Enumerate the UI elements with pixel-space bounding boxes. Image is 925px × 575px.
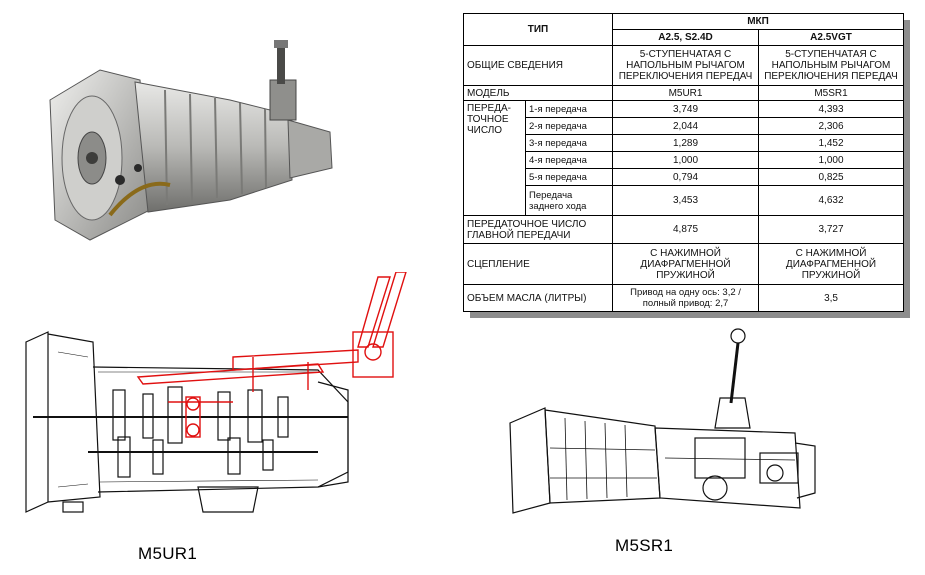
line: ПЕРЕКЛЮЧЕНИЯ ПЕРЕДАЧ bbox=[618, 71, 753, 82]
line: Привод на одну ось: 3,2 / bbox=[630, 287, 741, 298]
line: ГЛАВНОЙ ПЕРЕДАЧИ bbox=[467, 229, 571, 241]
line: ПРУЖИНОЙ bbox=[801, 269, 861, 281]
oil-col2: 3,5 bbox=[758, 284, 905, 312]
gear-name: 5-я передача bbox=[524, 168, 614, 186]
final-drive-col2: 3,727 bbox=[758, 215, 905, 244]
gear-name: 2-я передача bbox=[524, 117, 614, 135]
line: НАПОЛЬНЫМ РЫЧАГОМ bbox=[771, 60, 891, 71]
header-col2: A2.5VGT bbox=[758, 29, 905, 46]
line: ПЕРЕКЛЮЧЕНИЯ ПЕРЕДАЧ bbox=[764, 71, 898, 82]
gear-col1: 1,289 bbox=[612, 134, 760, 152]
gear-name: 3-я передача bbox=[524, 134, 614, 152]
line: 5-СТУПЕНЧАТАЯ С bbox=[785, 49, 877, 60]
gear-name: 1-я передача bbox=[524, 100, 614, 118]
reverse-col2: 4,632 bbox=[758, 185, 905, 216]
line: НАПОЛЬНЫМ РЫЧАГОМ bbox=[626, 60, 745, 71]
header-col1: A2.5, S2.4D bbox=[612, 29, 760, 46]
line: С НАЖИМНОЙ bbox=[650, 247, 721, 259]
gear-col2: 1,452 bbox=[758, 134, 905, 152]
gear-col2: 1,000 bbox=[758, 151, 905, 169]
oil-label: ОБЪЕМ МАСЛА (ЛИТРЫ) bbox=[462, 284, 614, 312]
line: ПЕРЕДАТОЧНОЕ ЧИСЛО bbox=[467, 218, 587, 230]
row-general-label: ОБЩИЕ СВЕДЕНИЯ bbox=[462, 45, 614, 86]
line: 5-СТУПЕНЧАТАЯ С bbox=[639, 49, 732, 60]
reverse-name: Передача заднего хода bbox=[524, 185, 614, 216]
clutch-col2: С НАЖИМНОЙ ДИАФРАГМЕННОЙ ПРУЖИНОЙ bbox=[758, 243, 905, 285]
spec-table: ТИП МКП A2.5, S2.4D A2.5VGT ОБЩИЕ СВЕДЕН… bbox=[462, 13, 905, 312]
header-type: ТИП bbox=[462, 13, 614, 46]
line: заднего хода bbox=[529, 200, 587, 212]
line: полный привод: 2,7 bbox=[642, 298, 729, 309]
final-drive-label: ПЕРЕДАТОЧНОЕ ЧИСЛО ГЛАВНОЙ ПЕРЕДАЧИ bbox=[462, 215, 614, 244]
line: ТОЧНОЕ bbox=[467, 114, 509, 125]
line: Передача bbox=[529, 189, 573, 201]
line: ПЕРЕДА- bbox=[467, 103, 511, 114]
row-general-col2: 5-СТУПЕНЧАТАЯ С НАПОЛЬНЫМ РЫЧАГОМ ПЕРЕКЛ… bbox=[758, 45, 905, 86]
caption-m5sr1: M5SR1 bbox=[615, 536, 674, 555]
row-model-col2: M5SR1 bbox=[758, 85, 905, 101]
row-model-col1: M5UR1 bbox=[612, 85, 760, 101]
row-general-col1: 5-СТУПЕНЧАТАЯ С НАПОЛЬНЫМ РЫЧАГОМ ПЕРЕКЛ… bbox=[612, 45, 760, 86]
clutch-label: СЦЕПЛЕНИЕ bbox=[462, 243, 614, 285]
transmission-photo bbox=[49, 40, 333, 241]
gear-col2: 2,306 bbox=[758, 117, 905, 135]
oil-col1: Привод на одну ось: 3,2 / полный привод:… bbox=[612, 284, 760, 312]
gear-col1: 0,794 bbox=[612, 168, 760, 186]
line: С НАЖИМНОЙ bbox=[795, 247, 867, 259]
gear-name: 4-я передача bbox=[524, 151, 614, 169]
row-model-label: МОДЕЛЬ bbox=[462, 85, 614, 101]
ratio-label: ПЕРЕДА- ТОЧНОЕ ЧИСЛО bbox=[463, 100, 526, 216]
gear-col2: 0,825 bbox=[758, 168, 905, 186]
header-group: МКП bbox=[612, 13, 905, 30]
gear-col1: 3,749 bbox=[612, 100, 760, 118]
line: ДИАФРАГМЕННОЙ bbox=[785, 258, 877, 270]
reverse-col1: 3,453 bbox=[612, 185, 760, 216]
gear-col1: 2,044 bbox=[612, 117, 760, 135]
gear-col1: 1,000 bbox=[612, 151, 760, 169]
line: ЧИСЛО bbox=[467, 125, 503, 136]
clutch-col1: С НАЖИМНОЙ ДИАФРАГМЕННОЙ ПРУЖИНОЙ bbox=[612, 243, 760, 285]
caption-m5ur1: M5UR1 bbox=[138, 544, 198, 563]
m5sr1-side-view bbox=[509, 328, 816, 514]
line: ДИАФРАГМЕННОЙ bbox=[640, 258, 731, 270]
line: ПРУЖИНОЙ bbox=[656, 269, 715, 281]
m5ur1-cross-section bbox=[25, 272, 407, 513]
gear-col2: 4,393 bbox=[758, 100, 905, 118]
final-drive-col1: 4,875 bbox=[612, 215, 760, 244]
